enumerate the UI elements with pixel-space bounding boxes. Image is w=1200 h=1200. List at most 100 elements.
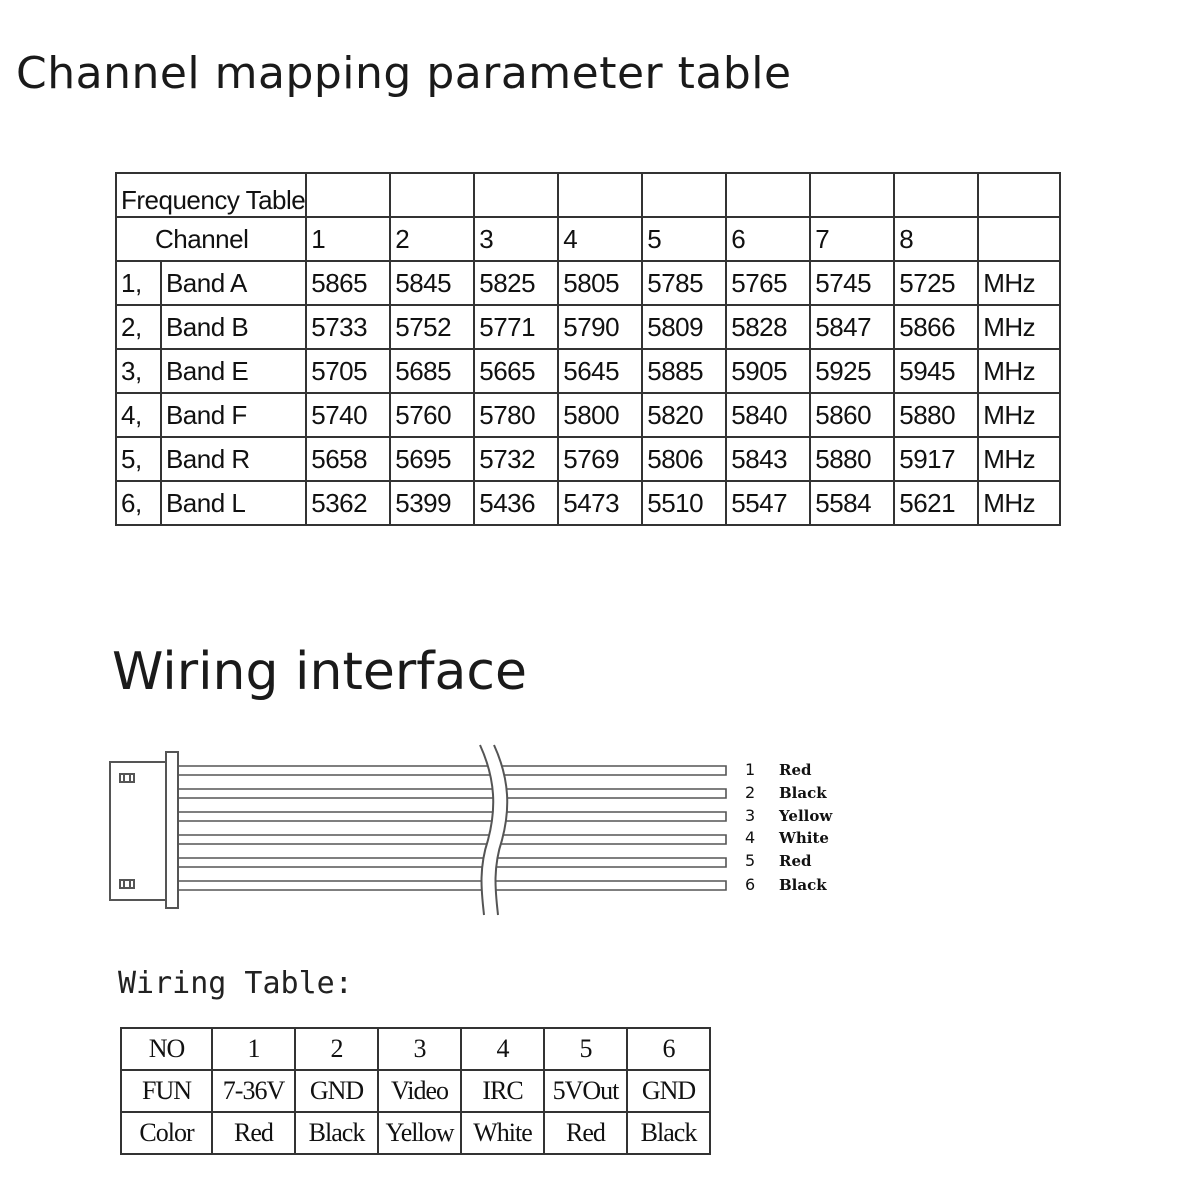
frequency-table: Frequency Table Channel 1 2 3 4 5 6 7 8 …: [114, 172, 1062, 526]
table-cell: IRC: [460, 1069, 545, 1113]
wire-3: [178, 811, 727, 822]
frequency-cell: 5732: [473, 436, 560, 482]
channel-number: 3: [473, 216, 560, 262]
frequency-cell: 5745: [809, 260, 896, 306]
wire-6: [178, 880, 727, 891]
connector-latch-top: [119, 773, 135, 783]
wire-color: Yellow: [779, 807, 833, 825]
connector-cable-diagram: [109, 744, 727, 916]
wire-2: [178, 788, 727, 799]
connector-latch-bottom: [119, 879, 135, 889]
unit-cell: MHz: [977, 392, 1062, 438]
unit-cell: MHz: [977, 480, 1062, 526]
row-key: FUN: [120, 1069, 213, 1113]
table-cell: GND: [626, 1069, 711, 1113]
wire-number: 5: [745, 851, 756, 870]
frequency-cell: 5760: [389, 392, 476, 438]
frequency-cell: 5790: [557, 304, 644, 350]
empty-cell: [641, 172, 728, 218]
frequency-cell: 5880: [893, 392, 980, 438]
frequency-cell: 5825: [473, 260, 560, 306]
channel-number: 8: [893, 216, 980, 262]
frequency-cell: 5840: [725, 392, 812, 438]
frequency-cell: 5865: [305, 260, 392, 306]
wire-label: 6 Black: [745, 875, 827, 894]
table-cell: Black: [626, 1111, 711, 1155]
frequency-cell: 5752: [389, 304, 476, 350]
table-cell: 2: [294, 1027, 379, 1071]
frequency-cell: 5665: [473, 348, 560, 394]
band-name: Band B: [159, 304, 308, 350]
frequency-cell: 5806: [641, 436, 728, 482]
frequency-cell: 5733: [305, 304, 392, 350]
wire-5: [178, 857, 727, 868]
row-key: NO: [120, 1027, 213, 1071]
band-row: 2, Band B 5733 5752 5771 5790 5809 5828 …: [115, 304, 1062, 350]
frequency-cell: 5769: [557, 436, 644, 482]
wire-number: 6: [745, 875, 756, 894]
band-index: 4,: [115, 392, 162, 438]
frequency-cell: 5866: [893, 304, 980, 350]
wiring-table-title: Wiring Table:: [118, 966, 353, 1001]
frequency-cell: 5805: [557, 260, 644, 306]
frequency-cell: 5436: [473, 480, 560, 526]
wire-bundle: [178, 765, 727, 891]
wire-1: [178, 765, 727, 776]
wire-color: Black: [779, 876, 827, 894]
band-name: Band L: [159, 480, 308, 526]
empty-cell: [473, 172, 560, 218]
unit-cell: MHz: [977, 260, 1062, 306]
frequency-cell: 5705: [305, 348, 392, 394]
band-row: 1, Band A 5865 5845 5825 5805 5785 5765 …: [115, 260, 1062, 306]
frequency-cell: 5621: [893, 480, 980, 526]
table-cell: Red: [211, 1111, 296, 1155]
frequency-table-caption: Frequency Table: [114, 172, 307, 218]
wire-color: White: [779, 829, 829, 847]
cable-break-gap: [480, 745, 508, 915]
frequency-cell: 5740: [305, 392, 392, 438]
frequency-cell: 5860: [809, 392, 896, 438]
table-cell: 7-36V: [211, 1069, 296, 1113]
channel-number: 2: [389, 216, 476, 262]
unit-cell: MHz: [977, 304, 1062, 350]
frequency-cell: 5473: [557, 480, 644, 526]
frequency-cell: 5695: [389, 436, 476, 482]
frequency-cell: 5845: [389, 260, 476, 306]
frequency-cell: 5584: [809, 480, 896, 526]
wire-number: 2: [745, 783, 756, 802]
band-index: 3,: [115, 348, 162, 394]
empty-cell: [305, 172, 392, 218]
channel-header: Channel: [114, 216, 308, 262]
wire-label: 4 White: [745, 828, 829, 847]
wire-number: 4: [745, 828, 756, 847]
channel-number: 1: [305, 216, 392, 262]
frequency-cell: 5765: [725, 260, 812, 306]
frequency-cell: 5843: [725, 436, 812, 482]
cable-break-right: [493, 744, 509, 916]
wiring-table-row: Color Red Black Yellow White Red Black: [120, 1111, 711, 1155]
wiring-table-row: FUN 7-36V GND Video IRC 5VOut GND: [120, 1069, 711, 1113]
frequency-cell: 5685: [389, 348, 476, 394]
wiring-table-row: NO 1 2 3 4 5 6: [120, 1027, 711, 1071]
table-cell: 5VOut: [543, 1069, 628, 1113]
table-cell: 3: [377, 1027, 462, 1071]
frequency-cell: 5917: [893, 436, 980, 482]
channel-number: 5: [641, 216, 728, 262]
table-cell: GND: [294, 1069, 379, 1113]
table-cell: 1: [211, 1027, 296, 1071]
frequency-table-caption-row: Frequency Table: [114, 172, 1062, 218]
table-cell: Video: [377, 1069, 462, 1113]
band-row: 6, Band L 5362 5399 5436 5473 5510 5547 …: [115, 480, 1062, 526]
band-row: 5, Band R 5658 5695 5732 5769 5806 5843 …: [115, 436, 1062, 482]
frequency-cell: 5399: [389, 480, 476, 526]
frequency-cell: 5945: [893, 348, 980, 394]
band-index: 6,: [115, 480, 162, 526]
band-name: Band E: [159, 348, 308, 394]
row-key: Color: [120, 1111, 213, 1155]
frequency-cell: 5771: [473, 304, 560, 350]
table-cell: 6: [626, 1027, 711, 1071]
frequency-cell: 5800: [557, 392, 644, 438]
